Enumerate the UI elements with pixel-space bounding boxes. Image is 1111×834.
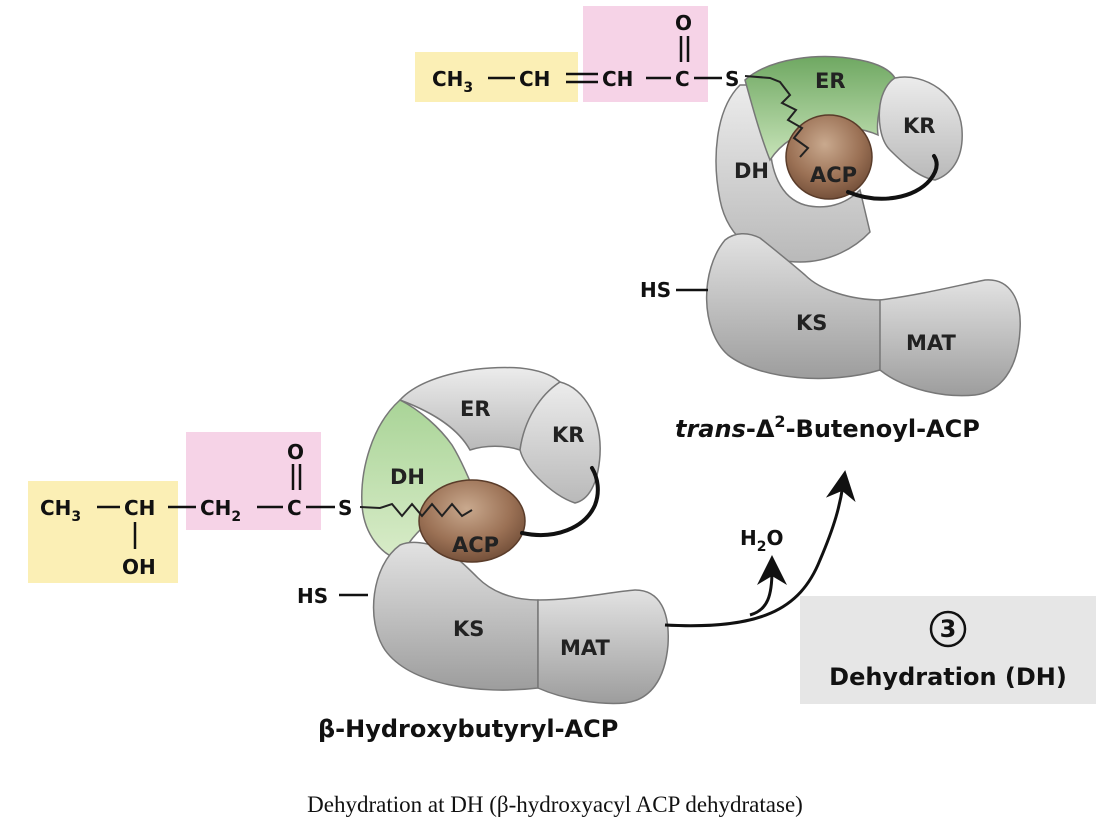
top-acp-domain — [785, 114, 873, 200]
top-er-domain — [744, 55, 896, 162]
bottom-enzyme: HS ER KR DH ACP KS MAT — [297, 366, 669, 705]
top-hs: HS — [640, 278, 671, 302]
top-dh-label: DH — [734, 159, 769, 183]
bottom-kr-domain — [519, 381, 601, 504]
bottom-pantetheine-arm — [359, 502, 473, 518]
bottom-acp-label: ACP — [452, 533, 499, 557]
bottom-oh: OH — [122, 555, 156, 579]
bottom-yellow-box — [28, 481, 178, 583]
top-s: S — [725, 67, 739, 91]
reaction-arrow: H2O — [664, 470, 856, 628]
top-o: O — [675, 11, 692, 35]
substrate-label: β-Hydroxybutyryl-ACP — [318, 715, 618, 743]
step-box-bg — [800, 596, 1096, 704]
figure-caption: Dehydration at DH (β-hydroxyacyl ACP deh… — [307, 792, 803, 817]
bottom-acp-tether — [520, 466, 600, 537]
bottom-s: S — [338, 496, 352, 520]
bottom-acp-domain — [418, 479, 526, 563]
top-structure: CH3 CH CH C O S — [415, 6, 739, 102]
top-mat-domain — [879, 279, 1021, 397]
bottom-mat-domain — [537, 589, 669, 705]
main-arrow-path — [664, 470, 856, 628]
top-ch-a: CH — [519, 67, 550, 91]
step-number-circle — [929, 610, 967, 648]
top-er-label: ER — [815, 69, 846, 93]
step-name: Dehydration (DH) — [829, 663, 1067, 691]
top-ks-label: KS — [796, 311, 827, 335]
bottom-dh-label: DH — [390, 465, 425, 489]
step-box: 3 Dehydration (DH) — [800, 596, 1096, 704]
top-pantetheine-arm — [744, 75, 810, 158]
bottom-hs: HS — [297, 584, 328, 608]
top-acp-tether — [846, 154, 939, 201]
bottom-er-label: ER — [460, 397, 491, 421]
top-enzyme: HS ER KR DH ACP KS MAT — [640, 55, 1021, 397]
bottom-kr-label: KR — [552, 423, 584, 447]
top-acp-label: ACP — [810, 163, 857, 187]
bottom-mat-label: MAT — [560, 636, 611, 660]
product-label: trans-Δ2-Butenoyl-ACP — [675, 412, 980, 443]
top-ch3: CH3 — [432, 67, 473, 96]
bottom-o: O — [287, 440, 304, 464]
bottom-ks-label: KS — [453, 617, 484, 641]
bottom-ch: CH — [124, 496, 155, 520]
step-number: 3 — [940, 615, 957, 643]
top-mat-label: MAT — [906, 331, 957, 355]
bottom-ch2: CH2 — [200, 496, 241, 525]
top-ch-b: CH — [602, 67, 633, 91]
top-c: C — [675, 67, 690, 91]
top-kr-label: KR — [903, 114, 935, 138]
bottom-structure: CH3 CH OH CH2 C O S — [28, 432, 352, 583]
bottom-pink-box — [186, 432, 321, 530]
bottom-c: C — [287, 496, 302, 520]
top-kr-domain — [878, 76, 963, 181]
water-branch-path — [749, 555, 787, 617]
bottom-ch3: CH3 — [40, 496, 81, 525]
water-label: H2O — [740, 526, 784, 555]
